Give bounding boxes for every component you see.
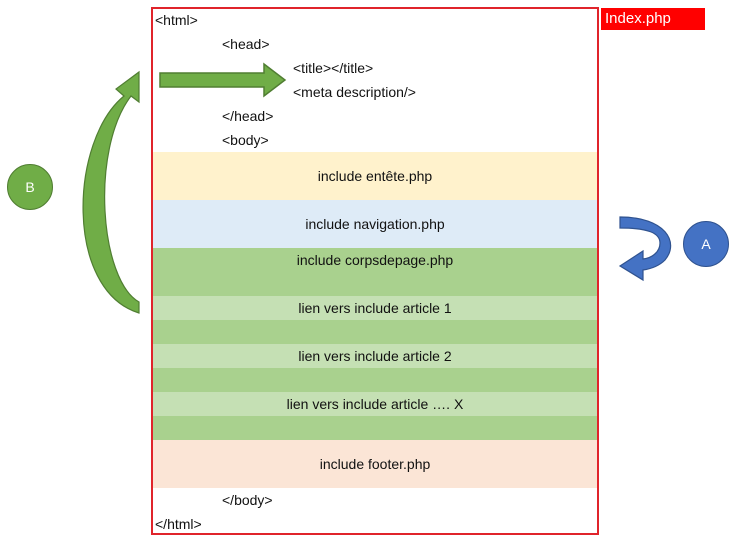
curved-arrow-b xyxy=(82,70,140,314)
entete-section: include entête.php xyxy=(153,152,597,200)
body-open-tag: <body> xyxy=(222,132,269,148)
article-1-link: lien vers include article 1 xyxy=(153,296,597,320)
html-close-tag: </html> xyxy=(155,516,202,532)
title-tag: <title></title> xyxy=(293,60,374,76)
badge-a-label: A xyxy=(701,236,711,252)
article-2-label: lien vers include article 2 xyxy=(298,348,452,364)
file-name-tag: Index.php xyxy=(601,8,705,30)
curved-arrow-a xyxy=(618,216,671,282)
article-x-label: lien vers include article …. X xyxy=(286,396,464,412)
corpsdepage-label: include corpsdepage.php xyxy=(296,252,454,268)
badge-b-label: B xyxy=(25,179,35,195)
corpsdepage-section: include corpsdepage.php xyxy=(153,248,597,296)
footer-section: include footer.php xyxy=(153,440,597,488)
corps-divider xyxy=(153,320,597,344)
article-1-label: lien vers include article 1 xyxy=(298,300,452,316)
head-arrow xyxy=(159,62,287,98)
head-open-tag: <head> xyxy=(222,36,270,52)
navigation-label: include navigation.php xyxy=(305,216,445,232)
article-x-link: lien vers include article …. X xyxy=(153,392,597,416)
meta-description-tag: <meta description/> xyxy=(293,84,416,100)
article-2-link: lien vers include article 2 xyxy=(153,344,597,368)
badge-b: B xyxy=(7,164,53,210)
corps-divider xyxy=(153,416,597,440)
entete-label: include entête.php xyxy=(317,168,433,184)
corps-divider xyxy=(153,368,597,392)
badge-a: A xyxy=(683,221,729,267)
head-close-tag: </head> xyxy=(222,108,274,124)
footer-label: include footer.php xyxy=(319,456,431,472)
html-open-tag: <html> xyxy=(155,12,198,28)
body-close-tag: </body> xyxy=(222,492,273,508)
navigation-section: include navigation.php xyxy=(153,200,597,248)
